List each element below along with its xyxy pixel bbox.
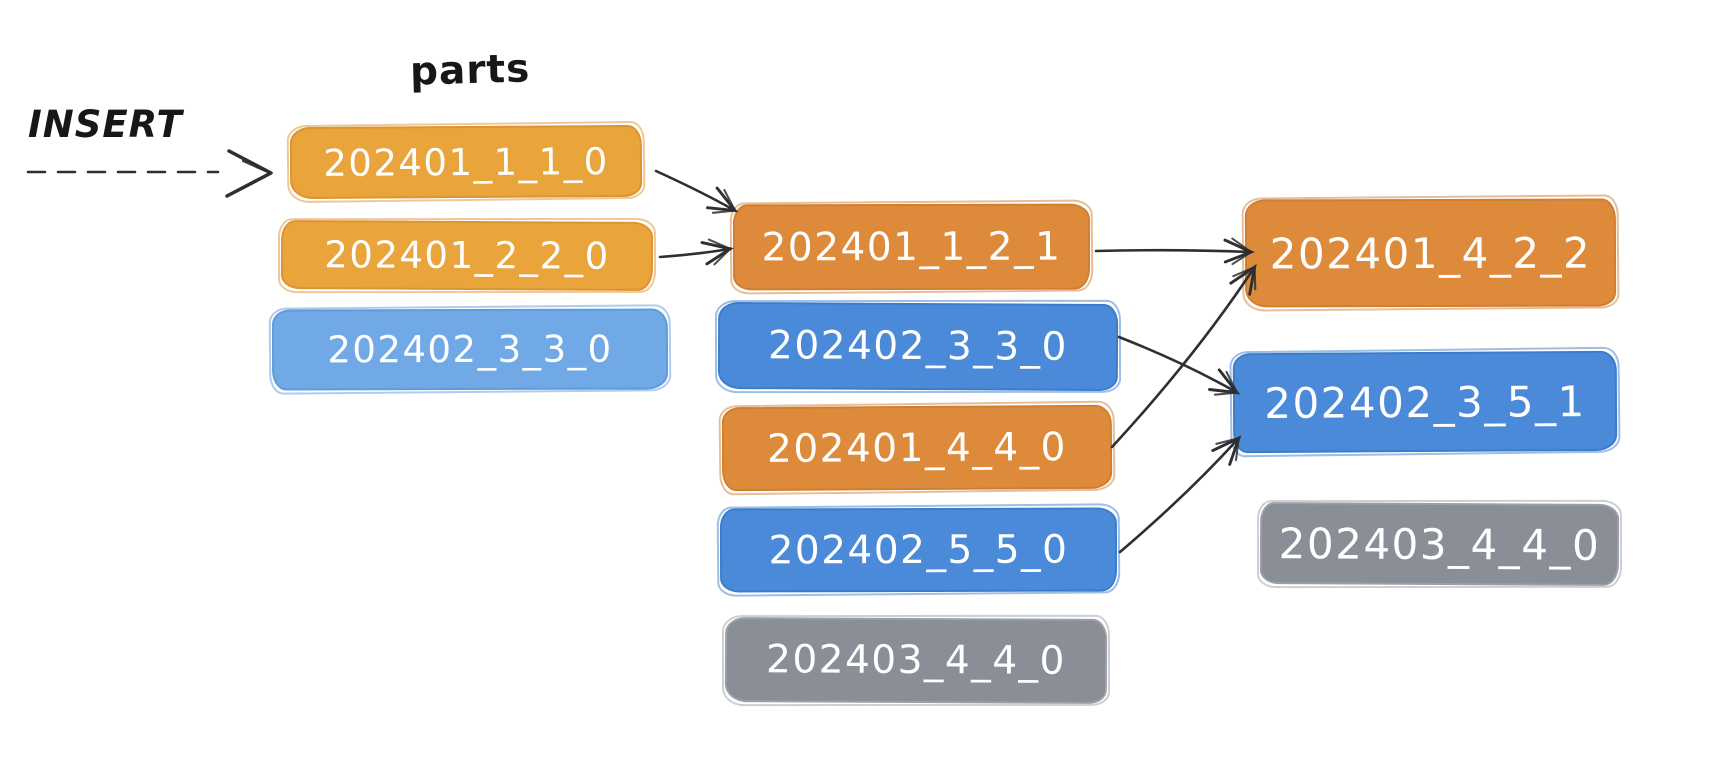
arrow-202401_2_2_0-to-202401_1_2_1 xyxy=(658,249,729,257)
arrow-202402_3_3_0-to-202402_3_5_1 xyxy=(1117,335,1236,392)
part-box-label: 202402_5_5_0 xyxy=(768,527,1069,573)
parts-title: parts xyxy=(409,46,531,95)
part-box-label: 202402_3_5_1 xyxy=(1264,376,1586,428)
part-box-label: 202401_4_2_2 xyxy=(1269,228,1592,278)
part-box-202402_3_3_0-inserted: 202402_3_3_0 xyxy=(271,308,669,391)
part-box-202403_4_4_0-middle: 202403_4_4_0 xyxy=(724,617,1108,704)
part-box-label: 202401_1_2_1 xyxy=(761,224,1062,270)
insert-arrowhead-icon xyxy=(238,159,272,191)
part-box-label: 202401_4_4_0 xyxy=(766,424,1068,472)
arrow-202402_5_5_0-to-202402_3_5_1 xyxy=(1118,439,1238,554)
insert-label: INSERT xyxy=(28,103,183,146)
part-box-202401_1_1_0: 202401_1_1_0 xyxy=(289,124,643,200)
part-box-label: 202403_4_4_0 xyxy=(765,637,1067,684)
part-box-202402_5_5_0: 202402_5_5_0 xyxy=(719,507,1118,593)
insert-arrowhead-icon xyxy=(225,149,273,198)
arrow-202401_1_2_1-to-202401_4_2_2 xyxy=(1094,250,1250,252)
arrow-202401_1_1_0-to-202401_1_2_1 xyxy=(654,169,734,210)
part-box-202402_3_5_1: 202402_3_5_1 xyxy=(1232,350,1618,454)
part-box-label: 202402_3_3_0 xyxy=(767,323,1069,370)
part-box-label: 202401_1_1_0 xyxy=(323,139,609,185)
part-box-202401_1_2_1: 202401_1_2_1 xyxy=(732,203,1091,291)
part-box-202401_4_2_2: 202401_4_2_2 xyxy=(1244,198,1617,308)
part-box-label: 202403_4_4_0 xyxy=(1278,518,1601,570)
part-box-202402_3_3_0-middle: 202402_3_3_0 xyxy=(717,301,1119,392)
part-box-label: 202402_3_3_0 xyxy=(327,327,613,372)
part-box-202403_4_4_0-merged: 202403_4_4_0 xyxy=(1259,502,1620,586)
part-box-label: 202401_2_2_0 xyxy=(324,233,610,278)
part-box-202401_4_4_0: 202401_4_4_0 xyxy=(721,404,1113,492)
part-box-202401_2_2_0: 202401_2_2_0 xyxy=(280,220,654,291)
